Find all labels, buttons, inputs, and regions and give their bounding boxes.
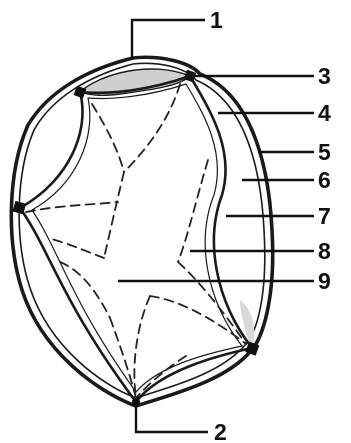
label-6: 6: [318, 167, 331, 193]
label-9: 9: [318, 268, 331, 294]
label-4: 4: [318, 100, 331, 126]
label-3: 3: [318, 63, 331, 89]
label-5: 5: [318, 139, 331, 165]
label-8: 8: [318, 238, 331, 264]
label-2: 2: [214, 419, 227, 443]
label-1: 1: [210, 7, 223, 33]
inner-ring-outline: [20, 76, 252, 402]
label-7: 7: [318, 203, 331, 229]
